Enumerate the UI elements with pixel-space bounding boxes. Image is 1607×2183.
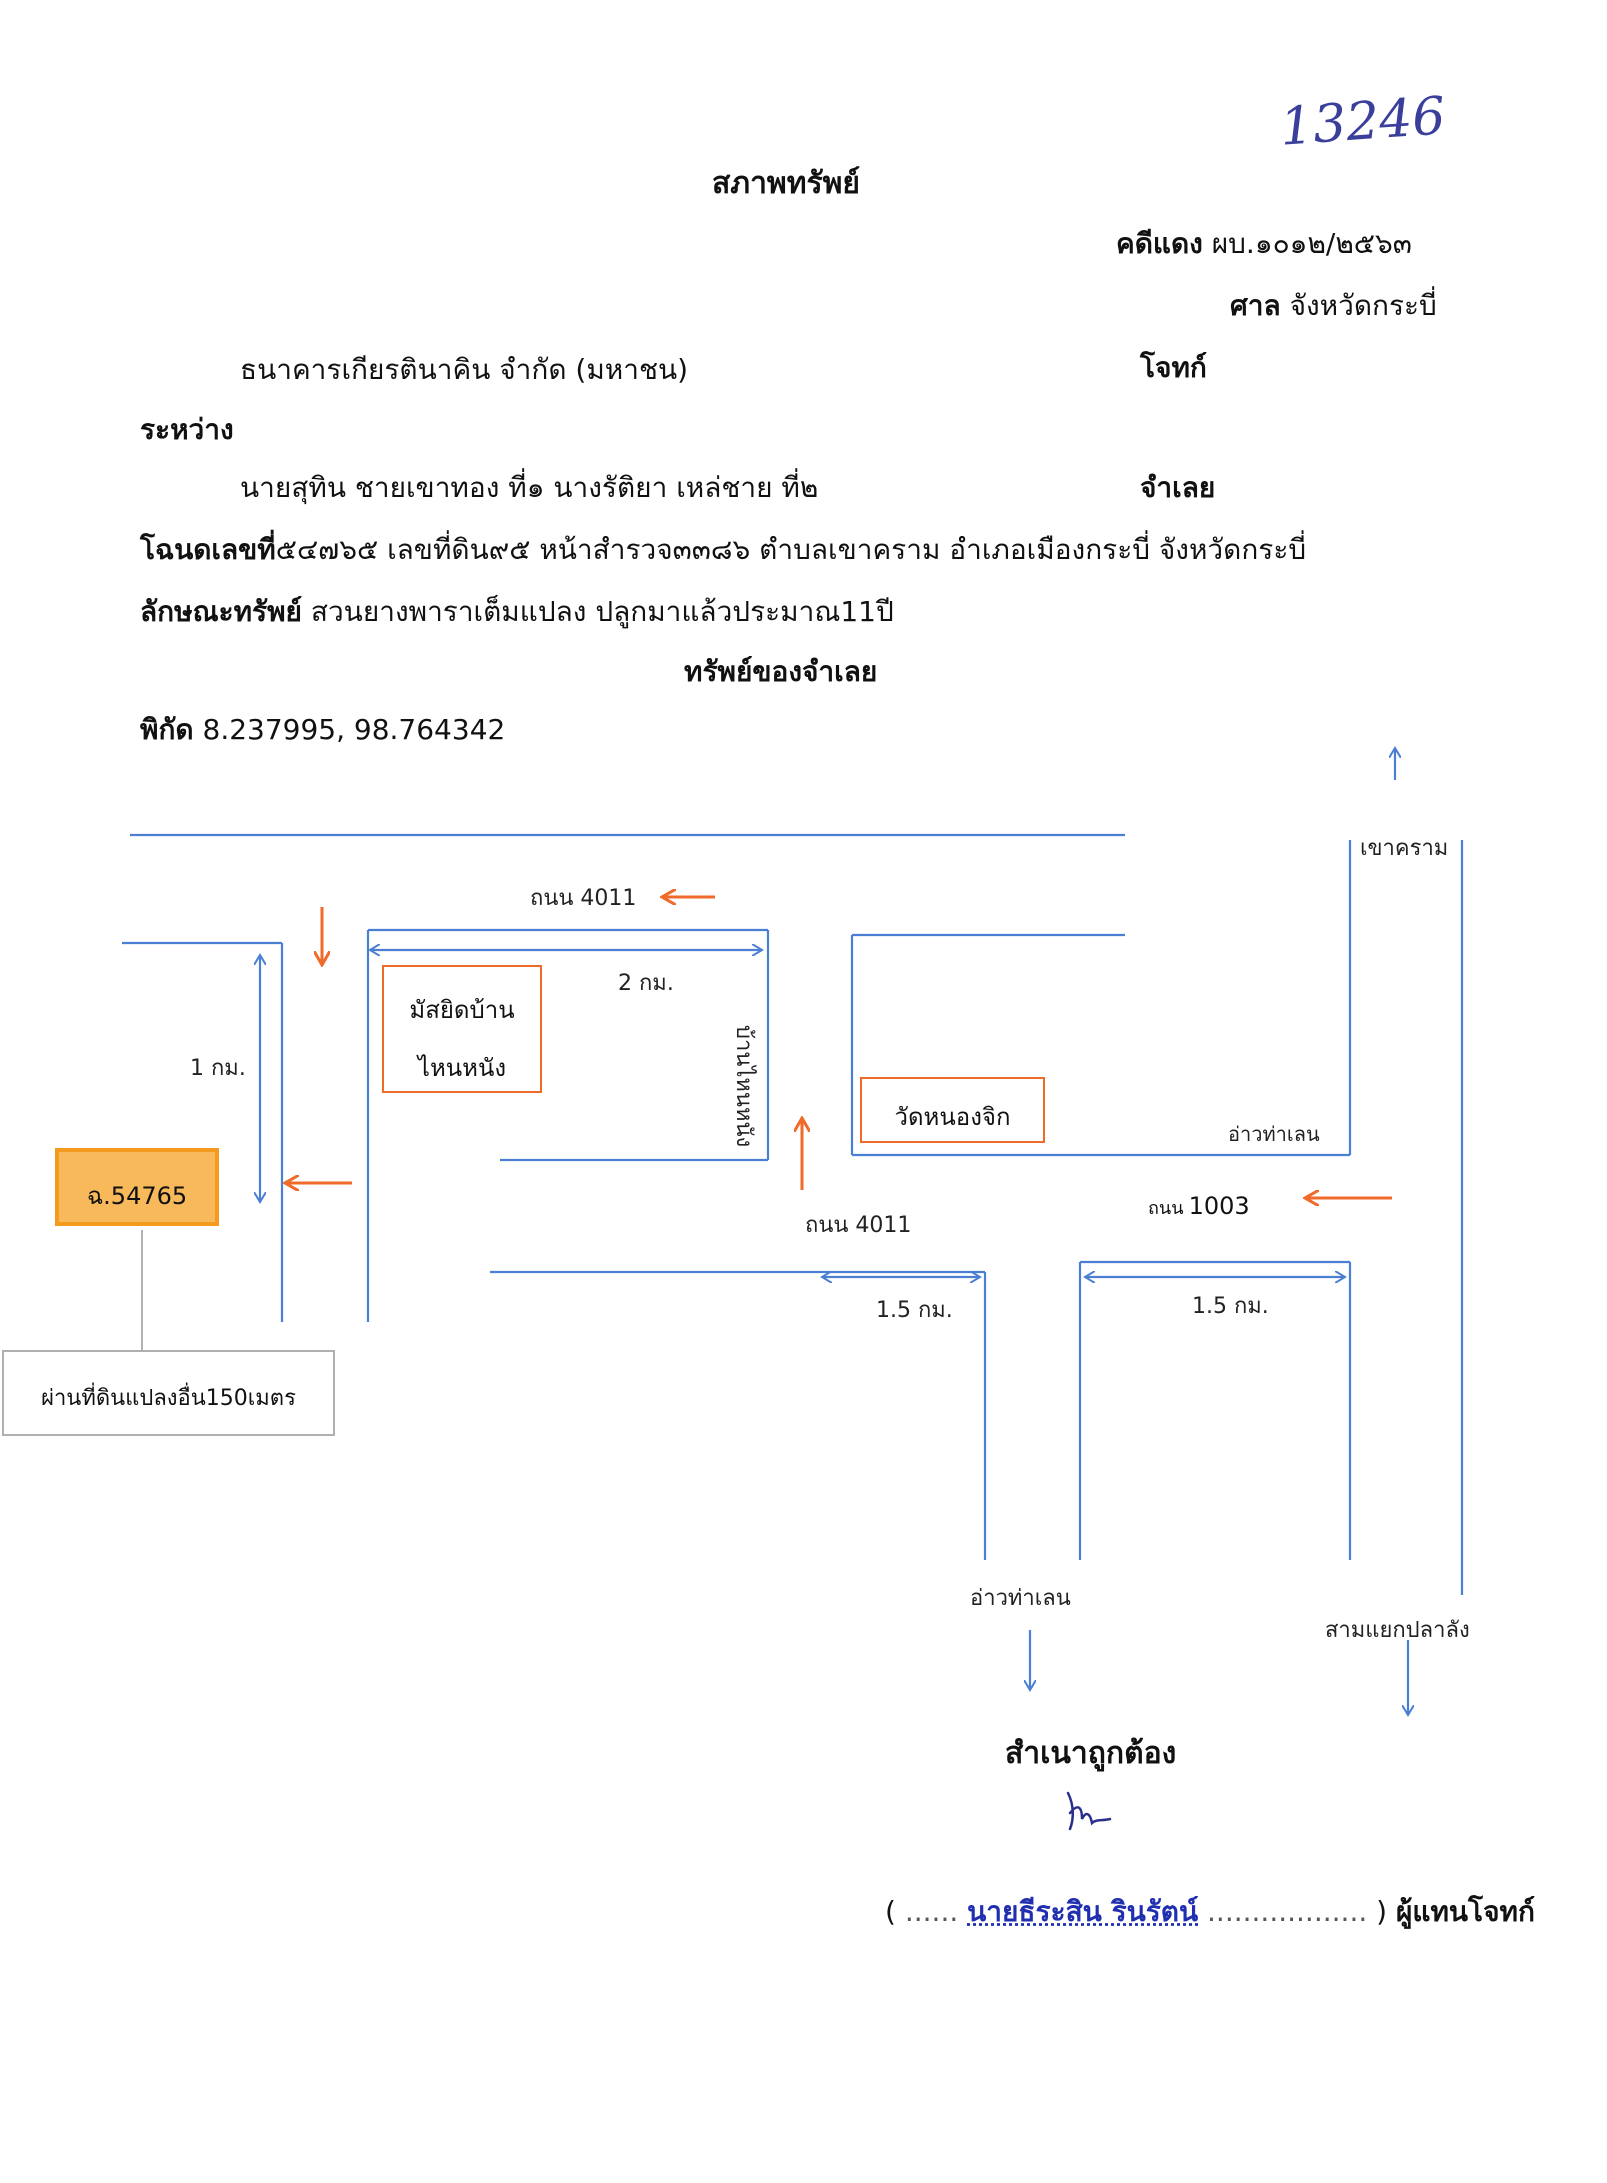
- road-1003-prefix: ถนน: [1148, 1198, 1184, 1219]
- mosque-box: มัสยิดบ้าน ไหนหนัง: [382, 965, 542, 1093]
- note-box: ผ่านที่ดินแปลงอื่น150เมตร: [2, 1350, 335, 1436]
- distance-15-right-label: 1.5 กม.: [1192, 1294, 1269, 1319]
- deed-value: ๕๔๗๖๕ เลขที่ดิน๙๕ หน้าสำรวจ๓๓๘๖ ตำบลเขาค…: [275, 533, 1307, 566]
- court-value: จังหวัดกระบี่: [1289, 289, 1437, 322]
- village-vertical-label: บ้านไหนหนัง: [731, 1025, 756, 1148]
- coordinates-label: พิกัด: [140, 713, 194, 746]
- signer-line: ( ...... นายธีระสิน รินรัตน์ ...........…: [885, 1895, 1535, 1928]
- ao-tha-len-top-label: อ่าวท่าเลน: [1228, 1122, 1320, 1146]
- note-label: ผ่านที่ดินแปลงอื่น150เมตร: [41, 1386, 296, 1411]
- defendant-property-heading: ทรัพย์ของจำเลย: [684, 655, 878, 688]
- case-label: คดีแดง: [1116, 227, 1203, 260]
- case-value: ผบ.๑๐๑๒/๒๕๖๓: [1211, 227, 1412, 260]
- page-title: สภาพทรัพย์: [712, 166, 860, 201]
- between-label: ระหว่าง: [140, 413, 234, 446]
- case-number: คดีแดง ผบ.๑๐๑๒/๒๕๖๓: [1116, 222, 1412, 266]
- signer-close-paren: ): [1376, 1895, 1388, 1928]
- signature-mark: [1066, 1791, 1112, 1831]
- defendant-role: จำเลย: [1140, 471, 1216, 504]
- court: ศาล จังหวัดกระบี่: [1230, 284, 1437, 328]
- plaintiff-role: โจทก์: [1140, 351, 1207, 384]
- khao-khram-label: เขาคราม: [1360, 836, 1449, 861]
- distance-15-left-label: 1.5 กม.: [876, 1298, 953, 1323]
- plaintiff-name: ธนาคารเกียรตินาคิน จำกัด (มหาชน): [240, 353, 689, 386]
- signer-open-paren: (: [885, 1895, 896, 1928]
- signer-role: ผู้แทนโจทก์: [1396, 1895, 1535, 1928]
- distance-1km-label: 1 กม.: [190, 1056, 246, 1081]
- sam-yaek-label: สามแยกปลาลัง: [1325, 1618, 1470, 1643]
- deed-marker-box: ฉ.54765: [55, 1148, 219, 1226]
- signer-name: นายธีระสิน รินรัตน์: [967, 1895, 1199, 1928]
- mosque-label: มัสยิดบ้าน ไหนหนัง: [409, 996, 515, 1082]
- property-type-value: สวนยางพาราเต็มแปลง ปลูกมาแล้วประมาณ11ปี: [310, 595, 894, 628]
- certify-text: สำเนาถูกต้อง: [1005, 1736, 1177, 1771]
- road-1003-label: ถนน 1003: [1148, 1192, 1250, 1222]
- coordinates-line: พิกัด 8.237995, 98.764342: [140, 708, 505, 752]
- ao-tha-len-bottom-label: อ่าวท่าเลน: [970, 1586, 1071, 1611]
- coordinates-value: 8.237995, 98.764342: [202, 713, 506, 746]
- road-4011-mid-label: ถนน 4011: [805, 1213, 912, 1238]
- court-label: ศาล: [1230, 289, 1281, 322]
- deed-line: โฉนดเลขที่๕๔๗๖๕ เลขที่ดิน๙๕ หน้าสำรวจ๓๓๘…: [140, 528, 1306, 572]
- deed-marker-label: ฉ.54765: [86, 1182, 188, 1210]
- road-1003-number: 1003: [1188, 1192, 1250, 1220]
- property-type-label: ลักษณะทรัพย์: [140, 595, 302, 628]
- defendant-name: นายสุทิน ชายเขาทอง ที่๑ นางรัติยา เหล่ชา…: [240, 471, 819, 504]
- property-type-line: ลักษณะทรัพย์ สวนยางพาราเต็มแปลง ปลูกมาแล…: [140, 590, 894, 634]
- road-4011-top-label: ถนน 4011: [530, 886, 637, 911]
- orange-arrows: [285, 897, 1392, 1198]
- temple-box: วัดหนองจิก: [860, 1077, 1045, 1143]
- distance-2km-label: 2 กม.: [618, 971, 674, 996]
- deed-label: โฉนดเลขที่: [140, 533, 276, 566]
- dimension-arrows: [260, 748, 1408, 1715]
- temple-label: วัดหนองจิก: [894, 1103, 1011, 1131]
